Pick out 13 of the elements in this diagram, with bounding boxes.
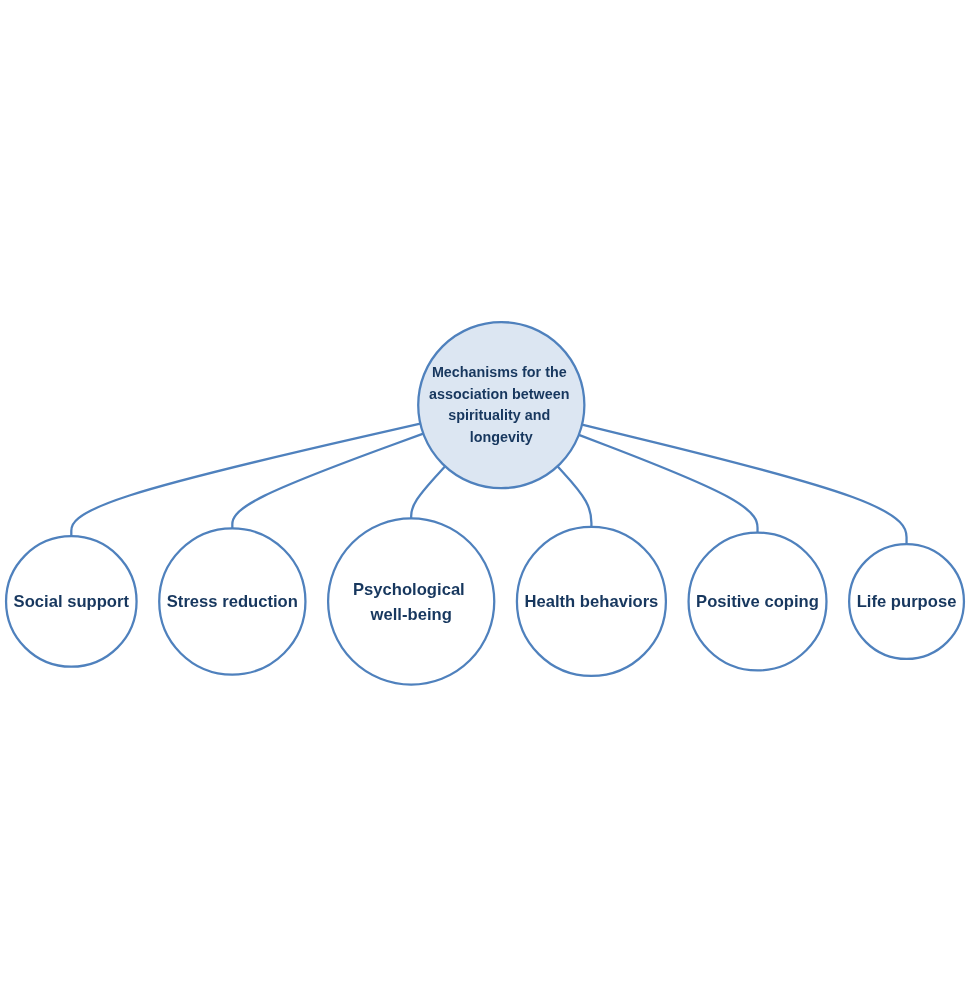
connector [70,422,421,537]
node-circle: Life purpose [848,543,966,661]
node-circle: Stress reduction [158,527,307,676]
node-circle: Psychological well-being [326,517,496,686]
connector [231,432,424,529]
node-circle: Positive coping [687,531,828,672]
connector [410,465,446,519]
connector [578,433,759,533]
node-circle: Health behaviors [515,526,668,678]
node-circle: Social support [4,535,138,669]
node-circle: Mechanisms for the association between spirituality and longevity [417,321,586,490]
connector [581,423,908,545]
connector [556,465,593,528]
